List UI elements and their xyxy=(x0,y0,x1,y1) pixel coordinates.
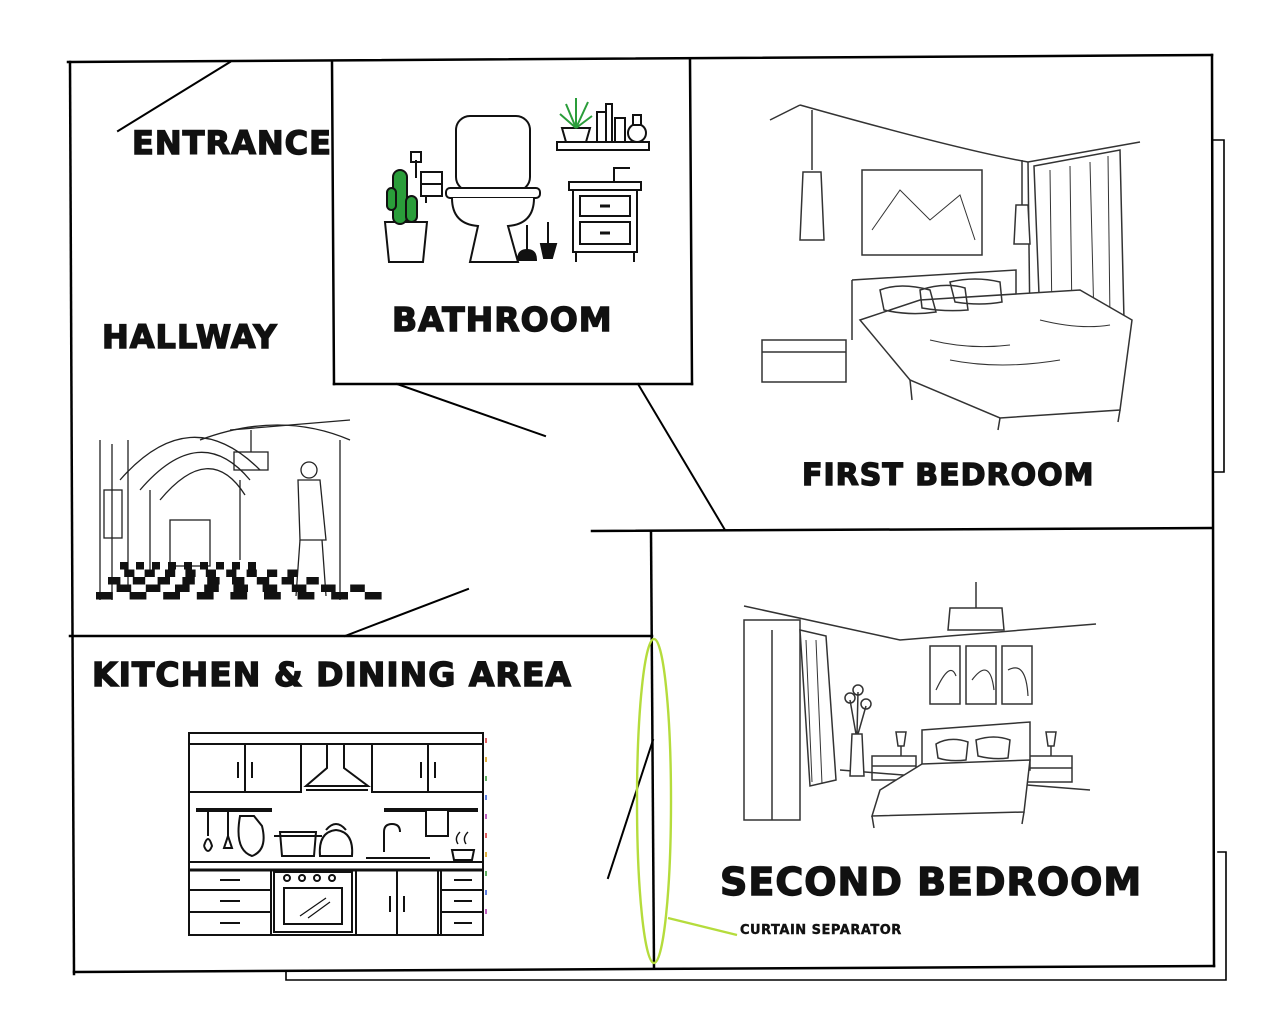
curtain-ellipse xyxy=(635,637,673,965)
bathroom-wall-left xyxy=(330,60,336,386)
floor-tile xyxy=(185,569,196,577)
floor-tile xyxy=(331,592,348,600)
edge-dot xyxy=(485,757,487,762)
checkered-floor xyxy=(96,562,382,600)
edge-dot xyxy=(485,833,487,838)
floor-tile xyxy=(232,562,240,570)
edge-dot xyxy=(485,890,487,895)
floor-tile xyxy=(256,577,270,585)
first-bedroom-door xyxy=(636,382,727,532)
floor-tile xyxy=(233,584,248,592)
bathroom-illustration xyxy=(383,98,650,263)
bathroom-door xyxy=(395,382,547,438)
floor-tile xyxy=(132,577,146,585)
floor-tile xyxy=(145,584,161,592)
floor-tile xyxy=(230,592,248,600)
floor-tile xyxy=(364,592,382,600)
second-bedroom-illustration xyxy=(743,582,1097,829)
floor-tile xyxy=(287,569,298,577)
floor-tile xyxy=(267,569,278,577)
floor-tile xyxy=(204,584,219,592)
room-label-hallway: HALLWAY xyxy=(101,317,278,356)
curtain-separator-label: CURTAIN SEPARATOR xyxy=(740,923,902,938)
floor-tile xyxy=(157,577,170,585)
wall-top xyxy=(66,53,1214,64)
curtain-highlight xyxy=(635,637,738,965)
floor-tile xyxy=(163,592,180,600)
floor-tile xyxy=(152,562,160,570)
floor-tile xyxy=(216,562,224,570)
floor-tile xyxy=(124,569,135,577)
floor-tile xyxy=(120,562,128,570)
kitchen-curtain-door xyxy=(606,738,655,880)
kitchen-door xyxy=(343,587,470,638)
floor-tile xyxy=(226,569,237,577)
hallway-illustration xyxy=(94,419,382,600)
floor-tile xyxy=(196,592,214,600)
edge-dot xyxy=(485,795,487,800)
floor-tile xyxy=(116,584,132,592)
room-label-entrance: ENTRANCE xyxy=(131,123,332,162)
floor-tile xyxy=(129,592,147,600)
curtain-pointer xyxy=(667,916,738,937)
room-label-kitchen: KITCHEN & DINING AREA xyxy=(91,654,572,694)
floor-tile xyxy=(262,584,278,592)
floor-tile xyxy=(96,592,113,600)
edge-dot xyxy=(485,814,487,819)
room-label-bathroom: BATHROOM xyxy=(391,299,613,339)
walls xyxy=(66,53,1227,981)
toilet-icon xyxy=(445,115,541,263)
first-bedroom-illustration xyxy=(761,104,1141,431)
floor-tile xyxy=(184,562,192,570)
bathroom-wall-right xyxy=(688,58,694,386)
wall-bottom xyxy=(72,964,1216,974)
wall-left xyxy=(68,60,76,976)
room-label-second-bedroom: SECOND BEDROOM xyxy=(719,859,1143,904)
edge-dot xyxy=(485,909,487,914)
wall-outer-bottom xyxy=(285,851,1227,981)
floor-tile xyxy=(200,562,208,570)
edge-dot xyxy=(485,776,487,781)
kitchen-edge-dots xyxy=(485,738,487,914)
entrance-door xyxy=(116,60,232,133)
edge-dot xyxy=(485,871,487,876)
wall-outer-right xyxy=(1213,139,1225,473)
floor-tile xyxy=(246,569,257,577)
floor-tile xyxy=(108,577,121,585)
floor-tile xyxy=(175,584,190,592)
cactus-icon xyxy=(383,151,429,263)
sink-cabinet-icon xyxy=(568,167,642,262)
wall-right xyxy=(1210,53,1216,968)
floor-tile xyxy=(248,562,256,570)
edge-dot xyxy=(485,852,487,857)
floor-tile xyxy=(232,577,245,585)
floor-tile xyxy=(136,562,144,570)
kitchen-illustration xyxy=(188,732,487,936)
floor-tile xyxy=(350,584,365,592)
first-bedroom-wall-bottom xyxy=(590,526,1214,533)
floor-tile xyxy=(168,562,176,570)
second-bedroom-wall-left xyxy=(649,529,656,970)
plunger-icon xyxy=(516,225,538,261)
floor-tile xyxy=(264,592,281,600)
floor-tile xyxy=(144,569,155,577)
toilet-paper-icon xyxy=(420,171,443,203)
edge-dot xyxy=(485,738,487,743)
room-label-first-bedroom: FIRST BEDROOM xyxy=(801,457,1095,493)
floor-tile xyxy=(297,592,315,600)
floor-tile xyxy=(182,577,195,585)
floor-tile xyxy=(321,584,336,592)
floor-tile xyxy=(205,569,216,577)
toilet-brush-icon xyxy=(539,222,558,259)
floor-tile xyxy=(165,569,176,577)
floor-tile xyxy=(281,577,294,585)
floor-tile xyxy=(291,584,307,592)
floor-tile xyxy=(306,577,319,585)
floor-tile xyxy=(207,577,220,585)
shelf-icon xyxy=(556,98,650,151)
